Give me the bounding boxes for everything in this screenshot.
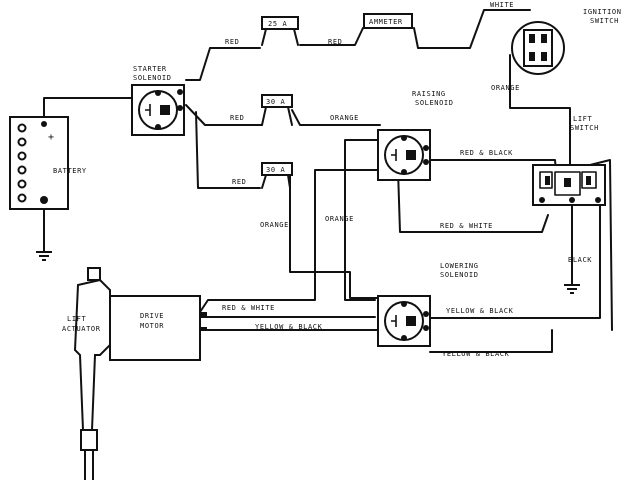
wire-label-red-black: RED & BLACK (460, 149, 513, 157)
wire-30a-lower-down (289, 174, 386, 299)
starter-solenoid-label-1: STARTER (133, 65, 167, 73)
starter-solenoid-label-2: SOLENOID (133, 74, 172, 82)
wire-label-white: WHITE (490, 1, 514, 9)
drive-motor: DRIVE MOTOR (109, 295, 207, 361)
lift-switch-ground-icon (564, 284, 580, 294)
ignition-switch: IGNITION SWITCH (511, 8, 622, 75)
wire-label-red-2: RED (328, 38, 342, 46)
wire-starter-to-25a (185, 47, 261, 81)
ignition-switch-label-2: SWITCH (590, 17, 619, 25)
fuse-30a-lower: 30 A (261, 162, 293, 189)
raising-solenoid-label-2: SOLENOID (415, 99, 454, 107)
wire-starter-to-30a-lower (195, 111, 261, 189)
wire-orange-raising-lowering (344, 139, 381, 301)
wire-starter-to-30a-upper (185, 104, 263, 126)
wire-label-red-white-upper: RED & WHITE (440, 222, 493, 230)
wire-labels: RED RED RED RED WHITE ORANGE ORANGE ORAN… (222, 1, 592, 358)
wire-label-black: BLACK (568, 256, 592, 264)
wire-25a-to-ammeter (299, 27, 364, 46)
lowering-solenoid-label-2: SOLENOID (440, 271, 479, 279)
drive-motor-label-1: DRIVE (140, 312, 164, 320)
ignition-switch-label-1: IGNITION (583, 8, 622, 16)
lift-switch-label-2: SWITCH (570, 124, 599, 132)
wire-red-white-lift (397, 169, 549, 233)
wires (43, 9, 613, 353)
wire-30a-to-raising (291, 109, 381, 126)
ammeter: AMMETER (363, 13, 413, 29)
wire-label-orange-ignition: ORANGE (491, 84, 520, 92)
wire-battery-to-starter (43, 97, 136, 119)
lowering-solenoid: LOWERING SOLENOID (377, 262, 479, 347)
wire-label-red-1: RED (225, 38, 239, 46)
wire-label-orange-fuse: ORANGE (330, 114, 359, 122)
wire-ammeter-to-ignition (413, 9, 531, 49)
wire-label-red-4: RED (232, 178, 246, 186)
wire-yellow-black-right (429, 204, 601, 319)
fuse-25a-label: 25 A (268, 20, 287, 28)
lowering-solenoid-label-1: LOWERING (440, 262, 479, 270)
wire-ignition-to-lift-switch (509, 54, 571, 166)
ground-symbols (36, 251, 580, 294)
wire-red-white-drive (199, 169, 396, 313)
battery-plus-label: + (48, 132, 55, 143)
wire-label-orange-mid: ORANGE (325, 215, 354, 223)
ammeter-label: AMMETER (369, 18, 403, 26)
wire-label-yellow-black-lower: YELLOW & BLACK (442, 350, 510, 358)
battery-cells (17, 123, 27, 203)
fuse-30a-upper-label: 30 A (266, 98, 285, 106)
battery-ground-icon (36, 251, 52, 261)
wire-label-yellow-black-right: YELLOW & BLACK (446, 307, 514, 315)
wire-label-red-white-lower: RED & WHITE (222, 304, 275, 312)
fuse-25a: 25 A (261, 16, 299, 46)
lift-actuator: LIFT ACTUATOR (62, 267, 111, 480)
fuse-30a-upper: 30 A (261, 94, 293, 126)
raising-solenoid-label-1: RAISING (412, 90, 446, 98)
lift-switch: LIFT SWITCH (532, 115, 606, 206)
lift-actuator-label-2: ACTUATOR (62, 325, 101, 333)
starter-solenoid: STARTER SOLENOID (131, 65, 185, 136)
battery: + BATTERY (9, 116, 87, 210)
lift-actuator-label-1: LIFT (67, 315, 86, 323)
wire-label-yellow-black-left: YELLOW & BLACK (255, 323, 323, 331)
raising-solenoid: RAISING SOLENOID (377, 90, 454, 181)
wire-label-red-3: RED (230, 114, 244, 122)
battery-label: BATTERY (53, 167, 87, 175)
fuse-30a-lower-label: 30 A (266, 166, 285, 174)
wire-lift-switch-right (589, 159, 613, 331)
wire-label-orange-left: ORANGE (260, 221, 289, 229)
lift-switch-label-1: LIFT (573, 115, 592, 123)
drive-motor-label-2: MOTOR (140, 322, 164, 330)
wire-yellow-black-lower (429, 329, 553, 353)
